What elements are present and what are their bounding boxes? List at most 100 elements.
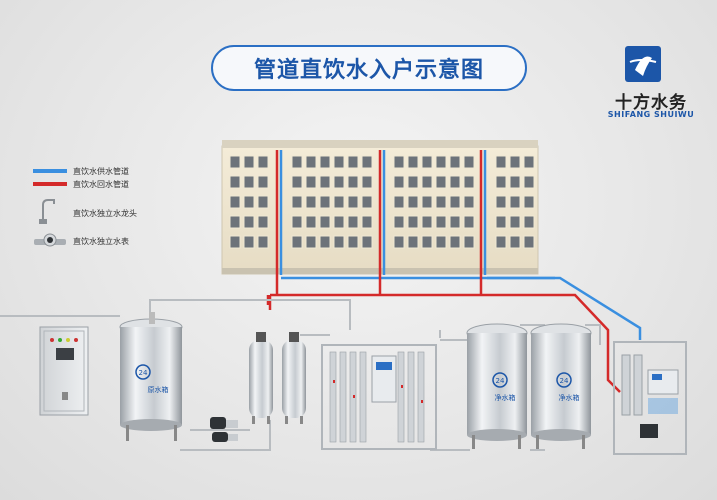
building-window: [421, 155, 433, 169]
legend-faucet-label: 直饮水独立水龙头: [73, 209, 137, 218]
building-window: [243, 155, 255, 169]
building-window: [257, 195, 269, 209]
building-window: [229, 215, 241, 229]
building-window: [463, 175, 475, 189]
building-window: [463, 195, 475, 209]
tank-labels: 24 原水箱 24 净水箱 24 净水箱: [139, 369, 580, 402]
building-window: [463, 215, 475, 229]
building-window: [421, 195, 433, 209]
supply-pipe-swatch: [33, 169, 67, 173]
building-window: [333, 155, 345, 169]
disinfection-skid: [613, 341, 687, 455]
building-window: [407, 155, 419, 169]
building-window: [435, 155, 447, 169]
building-window: [257, 215, 269, 229]
pure-water-tank-2: [530, 323, 592, 449]
building-window: [421, 215, 433, 229]
building-window: [319, 175, 331, 189]
page-title: 管道直饮水入户示意图: [253, 58, 484, 83]
building-window: [509, 175, 521, 189]
building-window: [361, 155, 373, 169]
building-window: [393, 175, 405, 189]
building-window: [435, 175, 447, 189]
building-window: [407, 215, 419, 229]
building-window: [291, 215, 303, 229]
faucet-icon: [39, 199, 55, 224]
building-window: [333, 215, 345, 229]
building-window: [523, 235, 535, 249]
building-window: [243, 175, 255, 189]
building-window: [393, 215, 405, 229]
return-pipes: [266, 150, 621, 393]
building-window: [361, 235, 373, 249]
building-window: [305, 175, 317, 189]
building-window: [421, 235, 433, 249]
building-window: [257, 235, 269, 249]
building-window: [449, 235, 461, 249]
building-window: [449, 175, 461, 189]
building-window: [333, 175, 345, 189]
building-window: [435, 235, 447, 249]
building-window: [291, 235, 303, 249]
building-window: [407, 195, 419, 209]
legend-supply-label: 直饮水供水管道: [73, 167, 129, 176]
pure-tank-1-badge: 24: [496, 377, 505, 385]
shifang-logo-mark: [625, 46, 661, 82]
building-window: [257, 155, 269, 169]
building-window: [435, 195, 447, 209]
water-meter-icon: [34, 233, 66, 247]
building-window: [449, 215, 461, 229]
building-window: [509, 155, 521, 169]
pure-water-tank-1: [466, 323, 528, 449]
building-window: [393, 235, 405, 249]
building-window: [523, 195, 535, 209]
building-window: [305, 235, 317, 249]
building-window: [407, 235, 419, 249]
building-window: [229, 155, 241, 169]
building-window: [495, 195, 507, 209]
control-cabinet: [39, 326, 89, 416]
raw-water-tank: [119, 312, 183, 441]
building-window: [243, 235, 255, 249]
return-pipe-swatch: [33, 182, 67, 186]
building-window: [449, 195, 461, 209]
building-window: [319, 155, 331, 169]
pure-tank-2-badge: 24: [560, 377, 569, 385]
building-window: [509, 235, 521, 249]
building-window: [523, 155, 535, 169]
legend-return-label: 直饮水回水管道: [73, 180, 129, 189]
legend-meter-label: 直饮水独立水表: [73, 237, 129, 246]
building-window: [257, 175, 269, 189]
building-window: [291, 175, 303, 189]
building-window: [291, 195, 303, 209]
building-window: [305, 155, 317, 169]
building-window: [243, 215, 255, 229]
building-window: [361, 195, 373, 209]
building-window: [421, 175, 433, 189]
building-windows: [229, 155, 535, 249]
process-piping: [0, 299, 601, 451]
building-window: [463, 235, 475, 249]
building-window: [407, 175, 419, 189]
logo-name-en: SHIFANG SHUIWU: [607, 110, 695, 119]
building-window: [229, 175, 241, 189]
building-window: [229, 195, 241, 209]
building-window: [495, 215, 507, 229]
logo-name-cn: 十方水务: [615, 93, 687, 113]
building-window: [361, 175, 373, 189]
building-window: [305, 195, 317, 209]
raw-tank-label: 原水箱: [148, 385, 169, 394]
building-window: [495, 235, 507, 249]
building-window: [523, 215, 535, 229]
building-window: [319, 195, 331, 209]
building-window: [319, 215, 331, 229]
building-window: [347, 175, 359, 189]
title-banner: 管道直饮水入户示意图: [211, 45, 527, 91]
reverse-osmosis-unit: [321, 344, 437, 450]
raw-tank-badge: 24: [139, 369, 148, 377]
building-window: [347, 235, 359, 249]
building-window: [523, 175, 535, 189]
supply-pipes: [279, 150, 642, 340]
